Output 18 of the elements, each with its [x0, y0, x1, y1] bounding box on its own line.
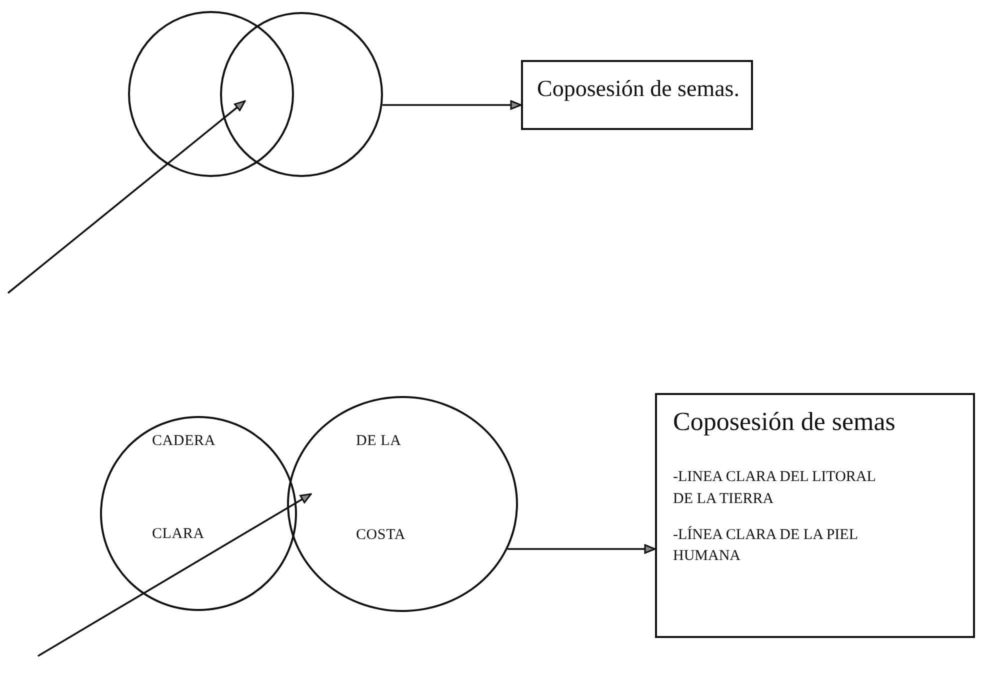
text-box — [521, 60, 753, 130]
circle-word: DE LA — [356, 433, 402, 450]
circle — [220, 12, 383, 177]
box-heading: Coposesión de semas — [673, 407, 896, 437]
circle — [100, 416, 297, 611]
arrow — [382, 100, 522, 110]
box-heading: Coposesión de semas. — [537, 76, 737, 102]
circle-word: COSTA — [356, 527, 406, 544]
circle-word: CADERA — [152, 433, 216, 450]
circle-word: CLARA — [152, 526, 204, 543]
arrow — [508, 544, 656, 554]
box-item: -LÍNEA CLARA DE LA PIEL HUMANA — [673, 525, 858, 566]
arrow — [7, 100, 246, 294]
circle — [128, 11, 294, 177]
text-box — [655, 393, 975, 638]
arrow — [38, 493, 312, 657]
box-item: -LINEA CLARA DEL LITORAL DE LA TIERRA — [673, 468, 876, 509]
circle — [287, 396, 518, 612]
